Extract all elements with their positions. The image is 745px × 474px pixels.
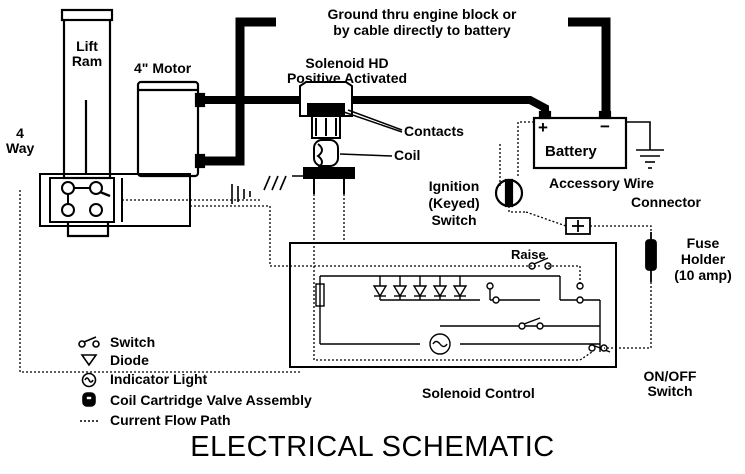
ground-cable	[201, 17, 611, 166]
connector-label: Connector	[631, 194, 701, 210]
current-flow-path	[19, 121, 652, 373]
solenoid	[299, 81, 355, 194]
legend-switch-icon	[78, 336, 100, 348]
fuse-holder-label: Fuse Holder (10 amp)	[674, 235, 732, 283]
ground-note-label: Ground thru engine block or by cable dir…	[327, 6, 517, 38]
legend-coil-cartridge-text: Coil Cartridge Valve Assembly	[110, 392, 312, 408]
coil-label: Coil	[394, 147, 421, 163]
legend-current-flow-path-text: Current Flow Path	[110, 412, 231, 428]
battery-ground	[626, 121, 664, 169]
control-circuit	[315, 275, 611, 355]
legend-diode-icon	[80, 354, 98, 367]
solenoid-label: Solenoid HD Positive Activated	[286, 55, 408, 86]
lift-ram-label: Lift Ram	[71, 38, 103, 69]
legend-indicator-light-text: Indicator Light	[110, 371, 208, 387]
raise-label: Raise	[511, 247, 546, 262]
connector-fuse	[565, 217, 657, 282]
solenoid-control-label: Solenoid Control	[422, 385, 535, 401]
diagram-title: ELECTRICAL SCHEMATIC	[190, 431, 555, 463]
legend-diode-text: Diode	[110, 352, 149, 368]
motor	[136, 80, 206, 178]
four-way-valve	[39, 173, 191, 227]
battery-label: Battery	[545, 143, 597, 160]
legend-indicator-light-icon	[81, 372, 97, 388]
battery-symbol	[532, 110, 628, 170]
accessory-wire-label: Accessory Wire	[549, 175, 654, 191]
battery-minus-label: −	[600, 117, 610, 136]
onoff-switch-label: ON/OFF Switch	[643, 368, 697, 399]
contacts-label: Contacts	[404, 123, 464, 139]
legend-coil-cartridge-icon	[82, 392, 96, 407]
motor-label: 4" Motor	[134, 60, 192, 76]
ignition-switch	[494, 178, 524, 208]
ignition-switch-label: Ignition (Keyed) Switch	[428, 178, 480, 228]
power-cable	[201, 96, 549, 118]
motor-ground	[231, 175, 318, 204]
four-way-label: 4 Way	[6, 125, 35, 156]
battery-plus-label: +	[538, 118, 548, 137]
control-switches	[486, 257, 608, 352]
diodes	[372, 285, 468, 298]
legend-switch-text: Switch	[110, 334, 156, 350]
solenoid-control-box	[289, 242, 617, 368]
callout-lines	[337, 109, 403, 157]
